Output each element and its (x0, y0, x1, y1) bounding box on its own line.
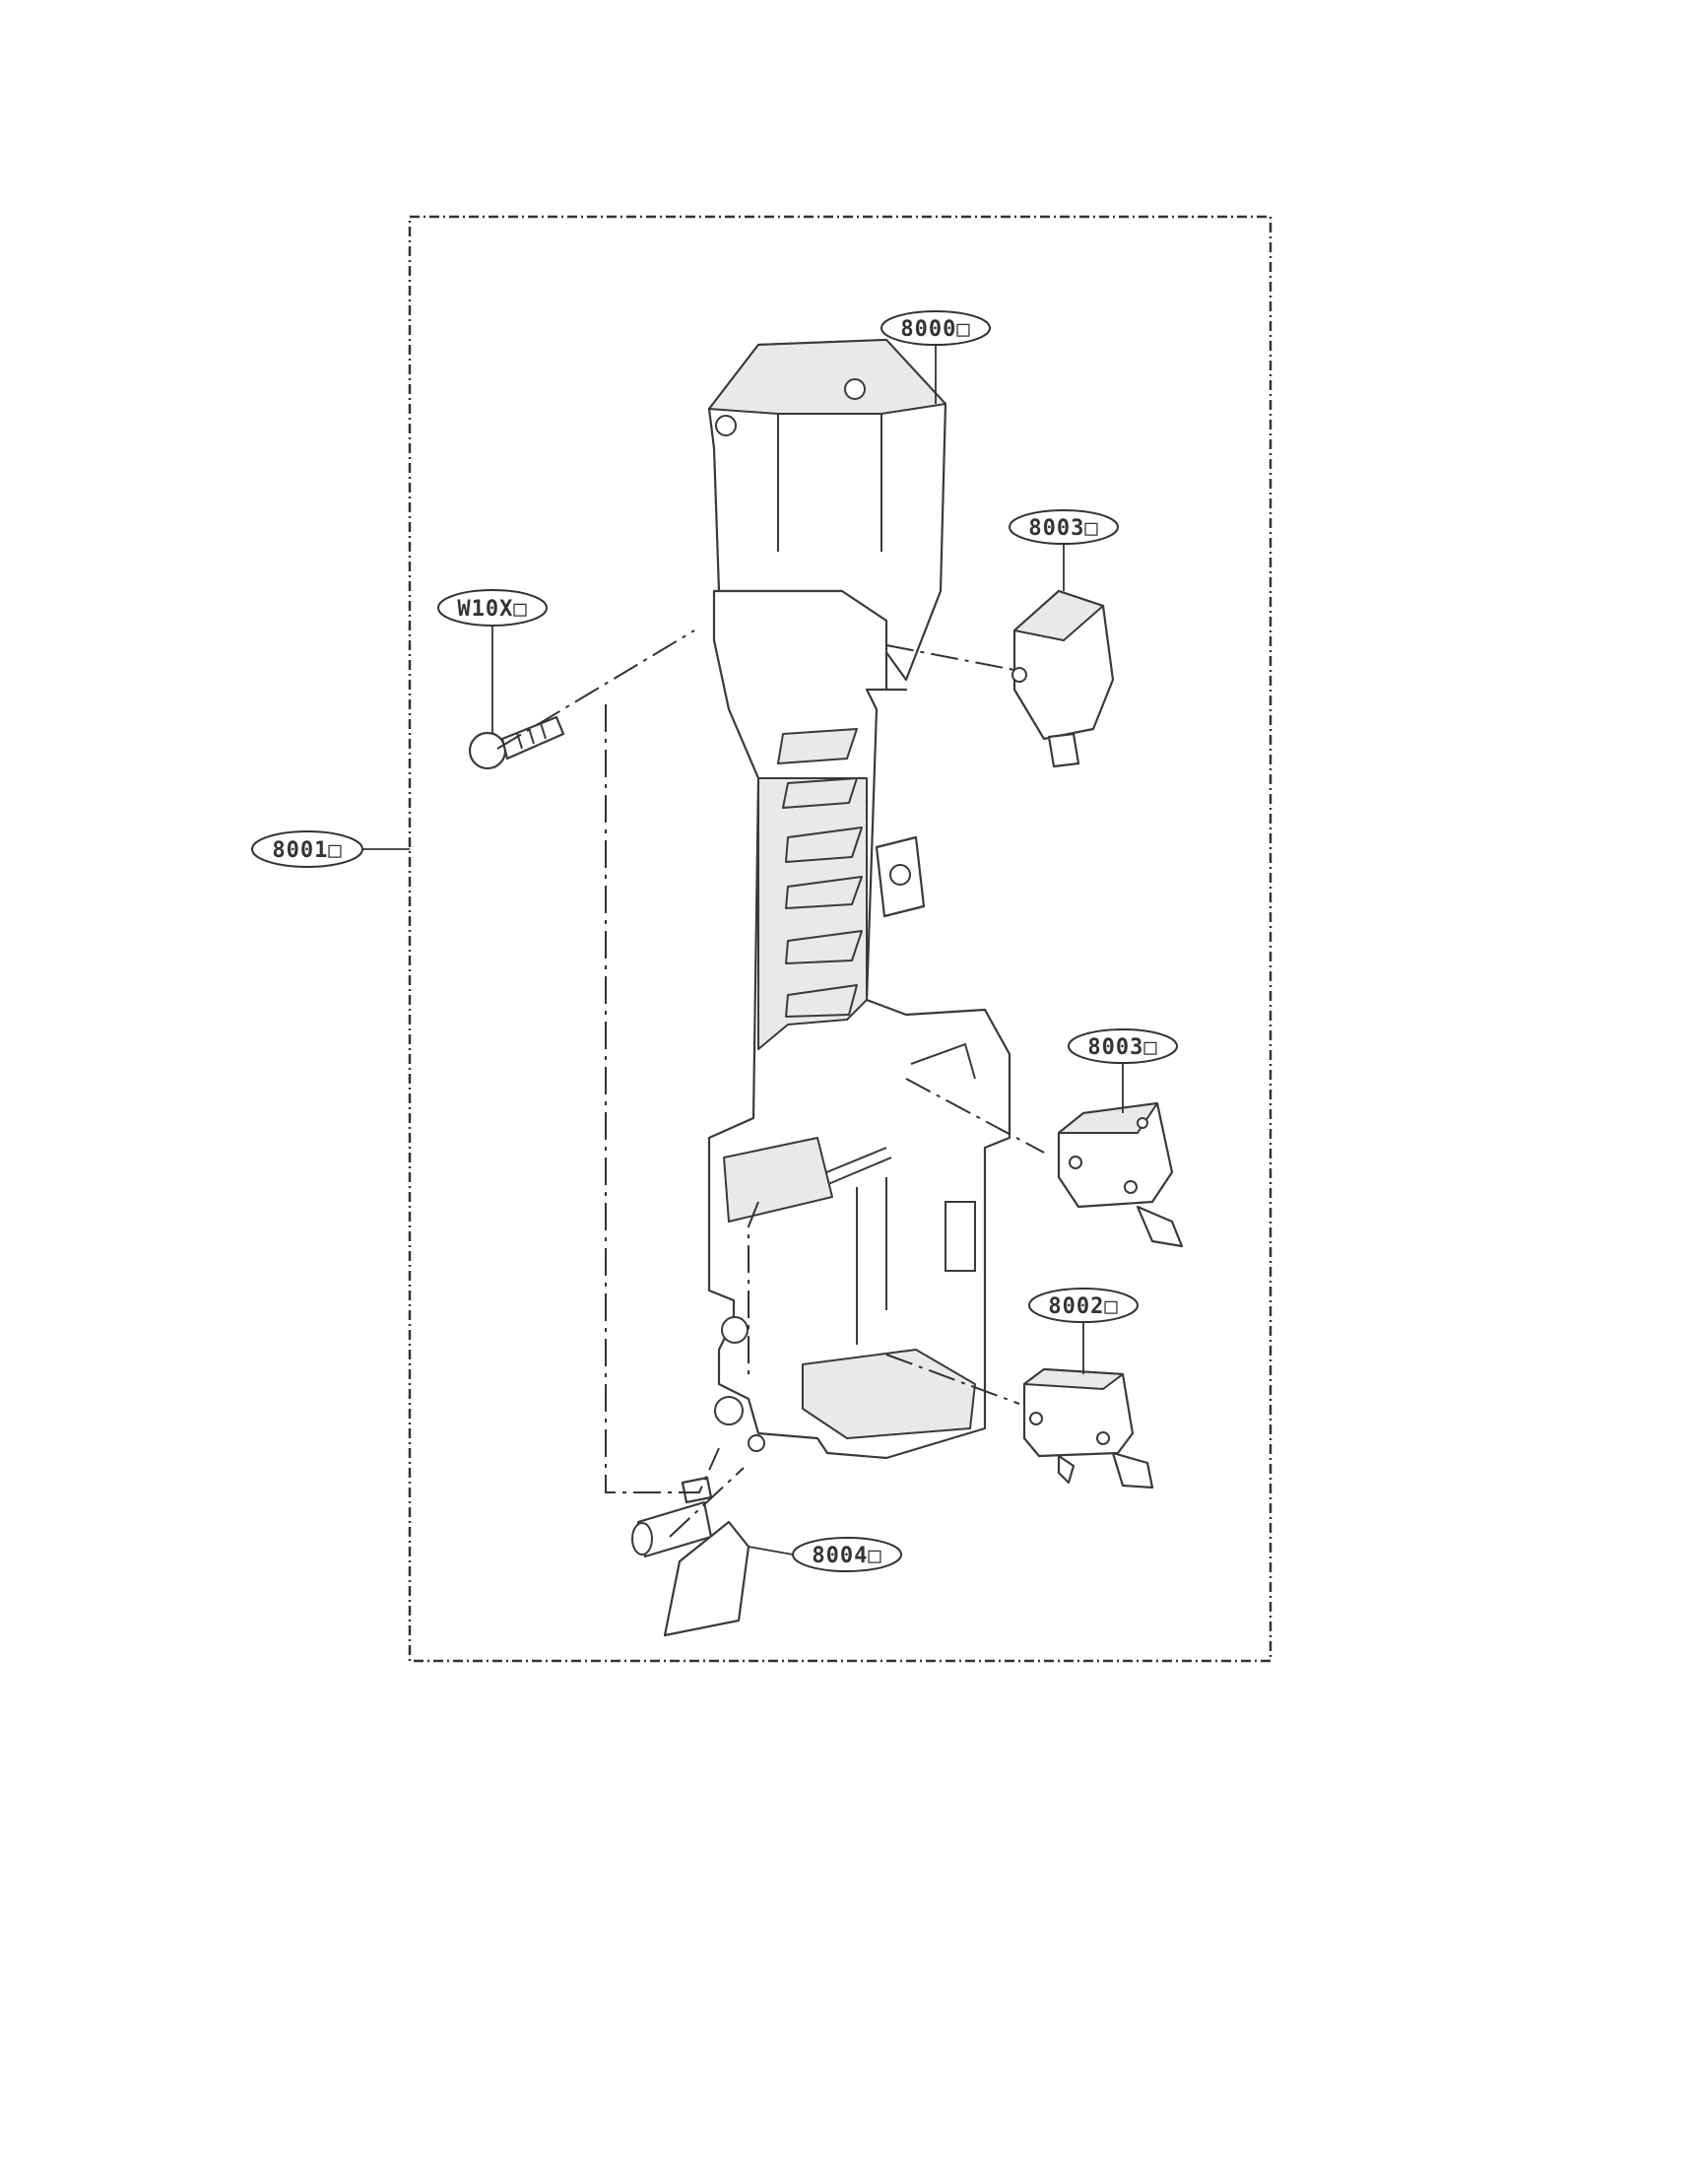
callout-door-assembly: 8001□ (251, 830, 363, 868)
callout-screw-label: W10X□ (457, 597, 527, 622)
callout-switch-middle: 8003□ (1068, 1028, 1178, 1064)
callout-screw: W10X□ (437, 589, 548, 627)
assembly-frame (408, 215, 1272, 1663)
callout-switch-middle-label: 8003□ (1087, 1035, 1157, 1060)
callout-switch-bottom-label: 8002□ (1048, 1294, 1118, 1319)
callout-switch-bottom: 8002□ (1028, 1288, 1139, 1323)
switch-top (1011, 589, 1115, 768)
switch-middle (1057, 1101, 1184, 1248)
callout-switch-top: 8003□ (1009, 509, 1119, 545)
switch-bottom (1022, 1367, 1154, 1489)
callout-latch-board: 8000□ (880, 310, 991, 346)
callout-lever-label: 8004□ (812, 1544, 881, 1568)
callout-latch-board-label: 8000□ (900, 317, 970, 342)
callout-lever: 8004□ (792, 1537, 902, 1572)
assembly-lines (496, 629, 1045, 1538)
callout-door-assembly-label: 8001□ (272, 838, 342, 863)
callout-switch-top-label: 8003□ (1028, 516, 1098, 541)
lever (631, 1476, 750, 1637)
leader-lines (362, 341, 1124, 1555)
screw (468, 715, 565, 770)
latch-board (707, 338, 1011, 1460)
